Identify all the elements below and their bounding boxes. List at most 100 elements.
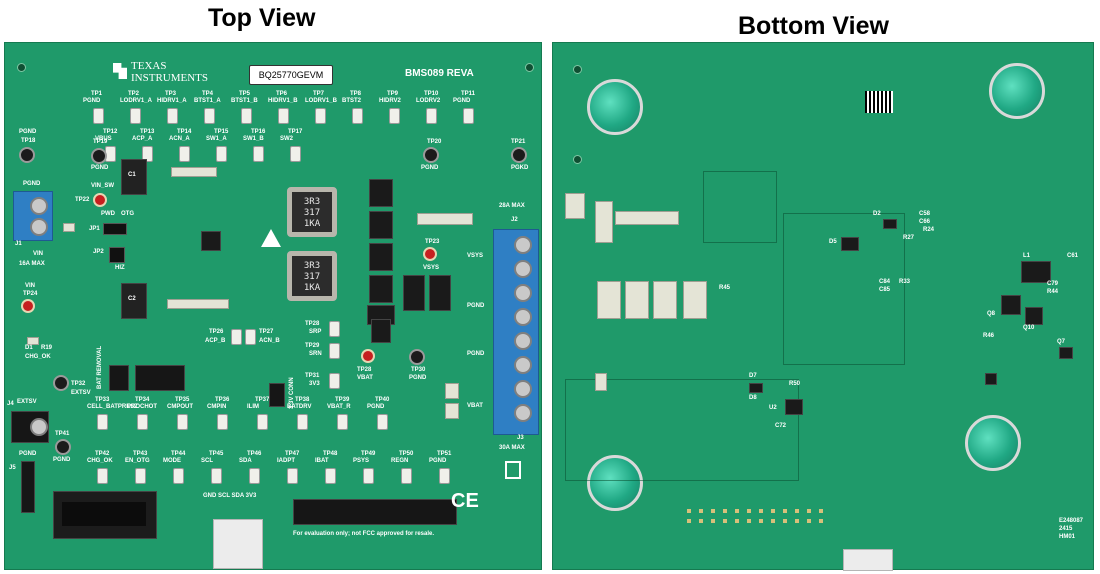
diode-d7 (749, 383, 763, 393)
bottom2-tp-ref: TP44 (171, 451, 186, 457)
bat-removal-label: BAT REMOVAL (97, 345, 103, 389)
top-tp-testpoint[interactable] (426, 108, 437, 124)
tp28-testpoint[interactable] (329, 321, 340, 337)
tp26-testpoint[interactable] (231, 329, 242, 345)
top-tp-testpoint[interactable] (167, 108, 178, 124)
pgnd-j2-label: PGND (467, 303, 485, 309)
second-tp-testpoint[interactable] (253, 146, 264, 162)
pgnd-tp41-label: PGND (53, 457, 71, 463)
bottom2-tp-testpoint[interactable] (211, 468, 222, 484)
tp18-testpoint[interactable] (19, 147, 35, 163)
bottom2-tp-label: PGND (429, 458, 447, 464)
bottom1-tp-testpoint[interactable] (377, 414, 388, 430)
bottom2-tp-label: IBAT (315, 458, 329, 464)
j5-header[interactable] (21, 461, 35, 513)
solder-pad (711, 519, 715, 523)
capacitor-array (171, 167, 217, 177)
top-tp-testpoint[interactable] (389, 108, 400, 124)
i2c-connector[interactable] (213, 519, 263, 569)
bottom2-tp-testpoint[interactable] (287, 468, 298, 484)
bat-removal-header[interactable] (109, 365, 129, 391)
tp28b-testpoint[interactable] (361, 349, 375, 363)
top-tp-testpoint[interactable] (352, 108, 363, 124)
tp29-testpoint[interactable] (329, 343, 340, 359)
solder-pad (759, 509, 763, 513)
tp19-testpoint[interactable] (91, 148, 107, 164)
tp41-testpoint[interactable] (55, 439, 71, 455)
second-tp-testpoint[interactable] (142, 146, 153, 162)
mosfet-q6 (369, 275, 393, 303)
second-tp-testpoint[interactable] (290, 146, 301, 162)
diode-d5 (841, 237, 859, 251)
tp23-testpoint[interactable] (423, 247, 437, 261)
jumper-header-block[interactable] (135, 365, 185, 391)
tp30-testpoint[interactable] (409, 349, 425, 365)
bottom2-tp-testpoint[interactable] (363, 468, 374, 484)
j4-connector[interactable] (11, 411, 49, 443)
j5-ref: J5 (9, 465, 16, 471)
jp2-jumper[interactable] (109, 247, 125, 263)
bottom2-tp-ref: TP49 (361, 451, 376, 457)
tp24-testpoint[interactable] (21, 299, 35, 313)
bottom2-tp-testpoint[interactable] (325, 468, 336, 484)
top-tp-testpoint[interactable] (278, 108, 289, 124)
r46-ref: R46 (983, 333, 995, 339)
tp20-testpoint[interactable] (423, 147, 439, 163)
top-tp-testpoint[interactable] (315, 108, 326, 124)
pin-header-strip[interactable] (293, 499, 457, 525)
tp27-testpoint[interactable] (245, 329, 256, 345)
top-tp-ref: TP2 (128, 91, 140, 97)
d5-ref: D5 (829, 239, 837, 245)
j6-connector[interactable] (269, 383, 285, 407)
bottom2-tp-testpoint[interactable] (173, 468, 184, 484)
bottom1-tp-testpoint[interactable] (257, 414, 268, 430)
capacitor-pair (595, 373, 607, 391)
tp22-testpoint[interactable] (93, 193, 107, 207)
top-tp-ref: TP6 (276, 91, 288, 97)
mounting-hole (573, 155, 582, 164)
top-tp-testpoint[interactable] (241, 108, 252, 124)
bottom2-tp-testpoint[interactable] (249, 468, 260, 484)
tp29-ref: TP29 (305, 343, 320, 349)
j1-terminal-block[interactable] (13, 191, 53, 241)
bottom2-tp-ref: TP51 (437, 451, 452, 457)
q8-ref: Q8 (987, 311, 996, 317)
bottom2-tp-testpoint[interactable] (439, 468, 450, 484)
pgnd-j5-label: PGND (19, 451, 37, 457)
pgnd-j3-label: PGND (467, 351, 485, 357)
pgnd-tp30-label: PGND (409, 375, 427, 381)
top-tp-testpoint[interactable] (204, 108, 215, 124)
bottom2-tp-testpoint[interactable] (97, 468, 108, 484)
pgnd-tp19-label: PGND (91, 165, 109, 171)
tp21-testpoint[interactable] (511, 147, 527, 163)
bottom2-tp-testpoint[interactable] (135, 468, 146, 484)
second-tp-testpoint[interactable] (216, 146, 227, 162)
top-tp-testpoint[interactable] (130, 108, 141, 124)
second-tp-testpoint[interactable] (179, 146, 190, 162)
bottom2-tp-testpoint[interactable] (401, 468, 412, 484)
vsys-j-label: VSYS (467, 253, 484, 259)
bottom1-tp-testpoint[interactable] (337, 414, 348, 430)
acn-b-label: ACN_B (259, 338, 280, 344)
tp31-testpoint[interactable] (329, 373, 340, 389)
bottom1-tp-testpoint[interactable] (97, 414, 108, 430)
inductor-l1 (1021, 261, 1051, 283)
jp1-jumper[interactable] (103, 223, 127, 235)
second-tp-label: SW1_A (206, 136, 227, 142)
top-tp-testpoint[interactable] (463, 108, 474, 124)
capacitor-c50 (595, 201, 613, 243)
tp32-testpoint[interactable] (53, 375, 69, 391)
solder-pad (723, 519, 727, 523)
top-tp-label: HIDRV1_A (157, 98, 187, 104)
bottom1-tp-testpoint[interactable] (137, 414, 148, 430)
bottom1-tp-testpoint[interactable] (217, 414, 228, 430)
bottom1-tp-testpoint[interactable] (297, 414, 308, 430)
r27-ref: R27 (903, 235, 915, 241)
j2-j3-terminal-block[interactable] (493, 229, 539, 435)
max28-label: 28A MAX (499, 203, 525, 209)
c84-ref: C84 (879, 279, 891, 285)
ribbon-box-header[interactable] (53, 491, 157, 539)
bottom1-tp-testpoint[interactable] (177, 414, 188, 430)
controller-ic-u1 (201, 231, 221, 251)
top-tp-testpoint[interactable] (93, 108, 104, 124)
